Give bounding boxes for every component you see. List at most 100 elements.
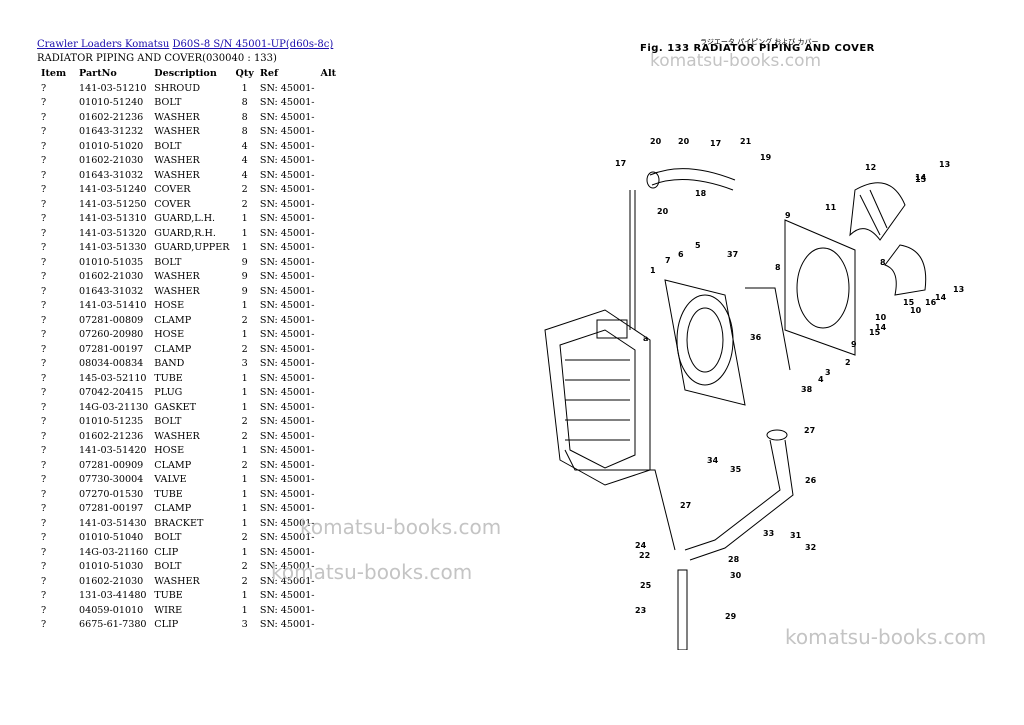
cell-ref: SN: 45001- [259, 140, 315, 152]
cell-partno: 141-03-51310 [79, 213, 147, 225]
cell-item: ? [41, 82, 47, 94]
cell-alt [318, 429, 344, 444]
callout-number: 36 [750, 333, 762, 342]
cell-item: ? [41, 488, 47, 500]
cell-qty: 3 [241, 619, 248, 631]
cell-alt [318, 139, 344, 154]
callout-number: 15 [915, 175, 927, 184]
cell-description: TUBE [154, 488, 183, 500]
cell-qty: 9 [241, 256, 248, 268]
cell-partno: 01602-21030 [79, 575, 144, 587]
cell-alt [318, 357, 344, 372]
cell-qty: 2 [241, 198, 248, 210]
cell-ref: SN: 45001- [259, 387, 315, 399]
cell-alt [318, 545, 344, 560]
callout-number: 8 [880, 258, 886, 267]
cell-qty: 8 [241, 111, 248, 123]
callout-number: 32 [805, 543, 816, 552]
cell-qty: 1 [241, 488, 248, 500]
cell-item: ? [41, 314, 47, 326]
cell-item: ? [41, 256, 47, 268]
cell-description: CLIP [154, 546, 179, 558]
cell-alt [318, 444, 344, 459]
cell-partno: 141-03-51330 [79, 242, 147, 254]
cell-qty: 3 [241, 358, 248, 370]
cell-partno: 08034-00834 [79, 358, 144, 370]
cell-item: ? [41, 416, 47, 428]
cell-description: COVER [154, 184, 191, 196]
breadcrumb-link-machine[interactable]: D60S-8 S/N 45001-UP(d60s-8c) [172, 39, 334, 50]
callout-number: 9 [785, 211, 791, 220]
cell-item: ? [41, 561, 47, 573]
callout-number: 14 [915, 173, 927, 182]
cell-item: ? [41, 227, 47, 239]
cell-ref: SN: 45001- [259, 358, 315, 370]
cell-partno: 01602-21236 [79, 111, 144, 123]
cell-qty: 1 [241, 474, 248, 486]
cell-item: ? [41, 126, 47, 138]
cell-alt [318, 270, 344, 285]
cell-alt [318, 299, 344, 314]
cell-ref: SN: 45001- [259, 111, 315, 123]
cell-alt [318, 313, 344, 328]
cell-alt [318, 183, 344, 198]
cell-item: ? [41, 155, 47, 167]
cell-ref: SN: 45001- [259, 619, 315, 631]
upper-hose-drawing [629, 168, 736, 330]
cell-qty: 1 [241, 445, 248, 457]
cell-item: ? [41, 300, 47, 312]
callout-number: 27 [680, 501, 691, 510]
cell-description: BOLT [154, 140, 182, 152]
callout-number: 33 [763, 529, 774, 538]
cell-qty: 2 [241, 575, 248, 587]
radiator-drawing [544, 309, 651, 486]
cell-description: CLAMP [154, 503, 192, 515]
cell-ref: SN: 45001- [259, 300, 315, 312]
cell-alt [318, 502, 344, 517]
cell-partno: 141-03-51430 [79, 517, 147, 529]
page-subtitle: RADIATOR PIPING AND COVER(030040 : 133) [37, 53, 277, 64]
cell-description: BOLT [154, 97, 182, 109]
cell-item: ? [41, 111, 47, 123]
callout-number: 31 [790, 531, 802, 540]
watermark-middle-2: komatsu-books.com [271, 560, 473, 584]
cell-qty: 1 [241, 604, 248, 616]
rod-drawing [745, 287, 791, 371]
cell-description: GUARD,L.H. [154, 213, 216, 225]
callout-number: 17 [710, 139, 721, 148]
cell-item: ? [41, 213, 47, 225]
cell-description: BAND [154, 358, 185, 370]
cell-item: ? [41, 97, 47, 109]
cell-ref: SN: 45001- [259, 532, 315, 544]
callout-number: 6 [678, 250, 684, 259]
cell-item: ? [41, 401, 47, 413]
callout-number: 1 [650, 266, 656, 275]
cell-qty: 2 [241, 430, 248, 442]
callout-number: 29 [725, 612, 737, 621]
cell-alt [318, 415, 344, 430]
cell-partno: 07260-20980 [79, 329, 144, 341]
breadcrumb-link-model-line[interactable]: Crawler Loaders Komatsu [37, 39, 170, 50]
cell-item: ? [41, 517, 47, 529]
cell-ref: SN: 45001- [259, 517, 315, 529]
cell-partno: 07281-00809 [79, 314, 144, 326]
watermark-middle-1: komatsu-books.com [300, 515, 502, 539]
cell-ref: SN: 45001- [259, 604, 315, 616]
callout-number: 14 [875, 323, 887, 332]
cell-qty: 2 [241, 416, 248, 428]
cell-ref: SN: 45001- [259, 285, 315, 297]
